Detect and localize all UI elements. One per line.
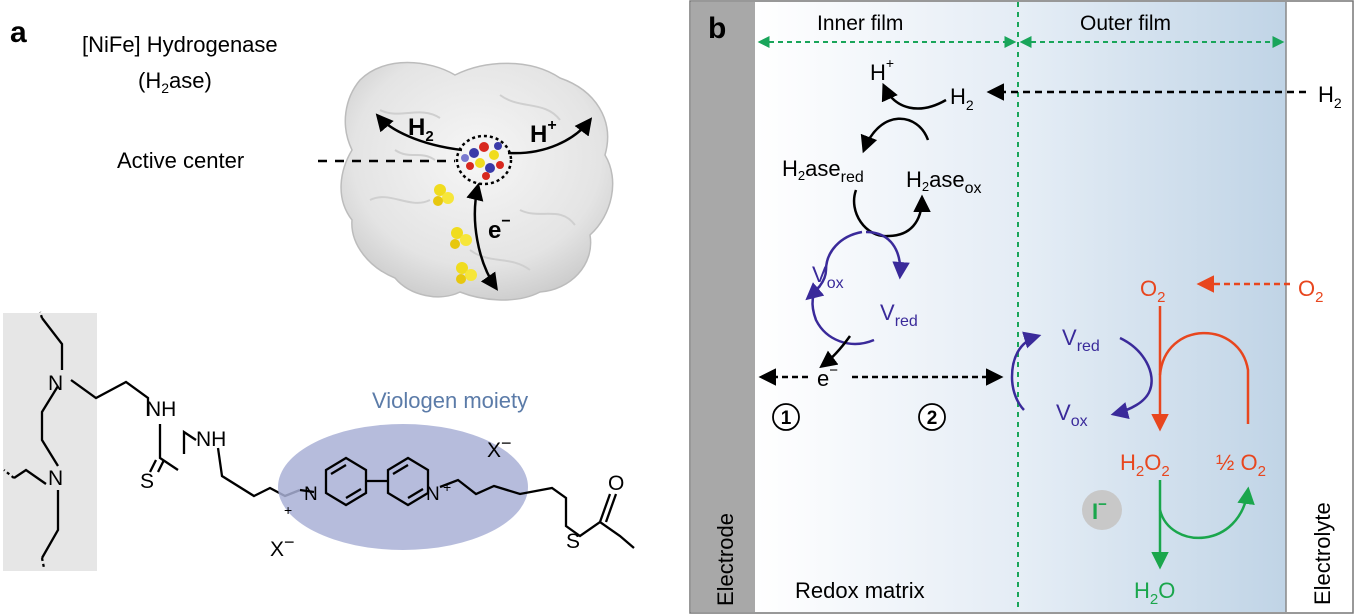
panel-a: a [NiFe] Hydrogenase (H2ase) Active cent… — [3, 16, 635, 571]
bipyridinium — [299, 456, 635, 549]
h2o-product: H2O — [1134, 578, 1175, 608]
hydrogenase-reduced: H2asered — [782, 156, 864, 186]
hydrogenase-abbrev: (H2ase) — [138, 68, 212, 96]
pathway-2-badge — [918, 403, 946, 431]
electrolyte-label: Electrolyte — [1310, 502, 1335, 605]
pyridinium-n2: N — [426, 484, 440, 505]
half-o2-product: ½ O2 — [1216, 450, 1266, 480]
iodide-badge — [1082, 490, 1122, 530]
hplus-label: H+ — [530, 117, 557, 148]
electron-arrow — [466, 182, 498, 291]
redox-matrix-label: Redox matrix — [795, 578, 925, 603]
panel-b: b Inner film Outer film Electrode Electr… — [689, 0, 1354, 614]
pathway-2-label: 2 — [927, 408, 938, 429]
protein-surface — [340, 61, 614, 301]
viologen-red-2: Vred — [1062, 325, 1100, 355]
viologen-moiety-label: Viologen moiety — [372, 388, 528, 413]
active-center-circle — [455, 134, 513, 186]
hydrogenase-oxidation-arrow — [853, 189, 931, 238]
hplus-arrow — [507, 117, 593, 155]
outer-viologen-cycle-right — [1110, 336, 1153, 420]
h2-arrow — [375, 113, 463, 152]
outer-viologen-cycle-left — [1010, 331, 1042, 411]
electron-b: e− — [817, 362, 838, 391]
amine-n2: N — [48, 467, 63, 490]
pyridinium-n1: N — [304, 484, 318, 505]
h2-oxidation-arrow — [881, 82, 947, 110]
thioester-o: O — [608, 472, 624, 495]
h2o2-product: H2O2 — [1120, 450, 1170, 480]
pyridinium-charge-1: + — [284, 502, 292, 518]
protein-texture — [369, 94, 576, 271]
panel-b-label: b — [708, 12, 726, 45]
viologen-ellipse — [278, 424, 528, 550]
inner-film-label: Inner film — [817, 12, 903, 35]
hydrogenase-title: [NiFe] Hydrogenase — [82, 32, 278, 57]
pathway-1-label: 1 — [781, 408, 792, 429]
electrode-label: Electrode — [713, 513, 738, 606]
active-center-label: Active center — [117, 148, 244, 173]
hplus-product: H+ — [870, 55, 894, 85]
hydrogenase-oxidized: H2aseox — [906, 167, 982, 197]
h2-electrolyte: H2 — [1318, 82, 1342, 111]
fes-cluster-1 — [433, 184, 454, 206]
viologen-cycle-lower — [811, 285, 875, 346]
viologen-ox-2: Vox — [1056, 400, 1088, 430]
electron-label: e− — [488, 213, 511, 244]
h2o2-to-o2-arrow — [1158, 486, 1255, 540]
counterion-x2: X− — [487, 433, 512, 462]
outer-film-label: Outer film — [1080, 12, 1171, 35]
viologen-red-1: Vred — [880, 300, 918, 330]
pathway-1-badge — [772, 403, 800, 431]
viologen-reduction-arrow — [865, 230, 910, 280]
disproportionation-arc — [1158, 331, 1250, 424]
amine-n1: N — [48, 372, 63, 395]
inner-film-region — [755, 2, 1018, 612]
h2-substrate: H2 — [950, 84, 974, 113]
electron-release-arrow — [819, 335, 852, 369]
o2-reactant: O2 — [1140, 276, 1165, 306]
outer-film-region — [1018, 2, 1286, 612]
iodide-label: I− — [1092, 496, 1107, 524]
thiourea-s: S — [140, 470, 154, 493]
counterion-x1: X− — [270, 532, 295, 561]
panel-a-label: a — [10, 16, 27, 49]
hydrogenase-reduction-arrow — [860, 117, 930, 154]
o2-electrolyte: O2 — [1298, 276, 1323, 306]
h2-label: H2 — [408, 114, 434, 145]
thiourea-nh1: NH — [146, 398, 176, 421]
thiourea-nh2: NH — [196, 428, 226, 451]
viologen-ox-1: Vox — [812, 262, 844, 292]
polymer-backbone-bg — [3, 313, 97, 571]
electrode-bar — [691, 2, 755, 612]
thioester-s: S — [566, 530, 580, 553]
pyridinium-charge-2: + — [443, 479, 451, 495]
active-center-atoms — [461, 142, 504, 180]
